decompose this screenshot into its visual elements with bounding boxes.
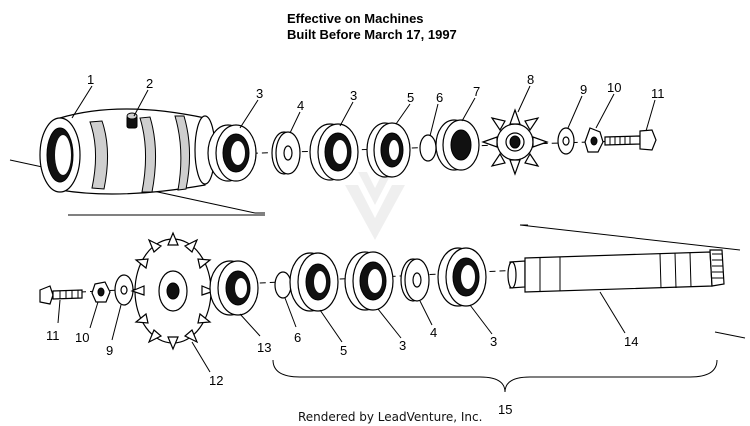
callout-4a: 4 (297, 98, 304, 113)
part-6-o-ring-a (419, 134, 437, 162)
leader-2 (133, 89, 149, 117)
part-10-lock-washer-a (584, 127, 604, 153)
header-line-1: Effective on Machines (287, 11, 424, 26)
leader-8 (517, 85, 531, 113)
callout-2: 2 (146, 76, 153, 91)
part-8-small-sprocket (481, 108, 549, 176)
callout-11a: 11 (651, 86, 665, 101)
callout-3b: 3 (350, 88, 357, 103)
part-11-bolt-a (604, 129, 657, 151)
callout-3a: 3 (256, 86, 263, 101)
part-9-washer-a (557, 127, 575, 155)
callout-6a: 6 (436, 90, 443, 105)
part-2-set-screw (126, 112, 138, 129)
leader-9b (111, 304, 122, 341)
leader-3a (239, 99, 259, 129)
leader-5a (395, 103, 411, 125)
leader-11b (57, 299, 61, 324)
callout-14: 14 (624, 334, 638, 349)
leader-10a (595, 93, 615, 129)
callout-13: 13 (257, 340, 271, 355)
leader-5b (319, 309, 343, 343)
part-9-washer-b (114, 274, 134, 306)
callout-10a: 10 (607, 80, 621, 95)
header-line-2: Built Before March 17, 1997 (287, 27, 457, 42)
callout-4b: 4 (430, 325, 437, 340)
part-3-bearing-c (344, 251, 394, 311)
part-3-bearing-a (207, 124, 257, 182)
watermark-logo (345, 172, 405, 240)
leader-13 (239, 313, 261, 337)
leader-7 (461, 97, 476, 122)
plane-line-bottom-top (519, 224, 741, 251)
callout-5b: 5 (340, 343, 347, 358)
part-1-drum (39, 108, 216, 195)
callout-8: 8 (527, 72, 534, 87)
part-4-spacer-a (271, 131, 301, 175)
callout-1: 1 (87, 72, 94, 87)
callout-6b: 6 (294, 330, 301, 345)
part-10-nut-b (91, 281, 111, 303)
callout-3d: 3 (490, 334, 497, 349)
plane-line-bottom-right (714, 331, 746, 339)
leader-11a (645, 99, 656, 132)
part-5-seal-a (366, 122, 411, 178)
part-4-spacer-b (400, 258, 430, 302)
leader-3c (377, 308, 402, 339)
leader-9a (567, 95, 583, 129)
callout-5a: 5 (407, 90, 414, 105)
assembly-brace (272, 359, 718, 393)
callout-11b: 11 (46, 328, 60, 343)
part-7-collar (435, 119, 480, 171)
part-3-bearing-b (309, 123, 359, 181)
leader-6b (284, 297, 297, 328)
leader-12 (191, 341, 211, 373)
part-13-collar (209, 260, 259, 316)
callout-7: 7 (473, 84, 480, 99)
callout-9a: 9 (580, 82, 587, 97)
part-11-bolt-b (39, 285, 83, 305)
callout-12: 12 (209, 373, 223, 388)
leader-4a (289, 111, 301, 134)
leader-4b (419, 300, 433, 326)
callout-3c: 3 (399, 338, 406, 353)
leader-1 (71, 85, 93, 119)
part-12-large-sprocket (130, 231, 216, 351)
part-5-seal-b (289, 252, 339, 312)
leader-10b (89, 301, 99, 329)
callout-9b: 9 (106, 343, 113, 358)
leader-3b (339, 101, 354, 127)
render-credit: Rendered by LeadVenture, Inc. (298, 410, 482, 424)
leader-3d (469, 304, 493, 335)
callout-10b: 10 (75, 330, 89, 345)
part-6-o-ring-b (274, 271, 292, 299)
leader-6a (429, 103, 439, 137)
part-3-bearing-d (437, 247, 487, 307)
part-14-shaft (507, 249, 725, 293)
callout-15: 15 (498, 402, 512, 417)
leader-14 (599, 291, 626, 334)
